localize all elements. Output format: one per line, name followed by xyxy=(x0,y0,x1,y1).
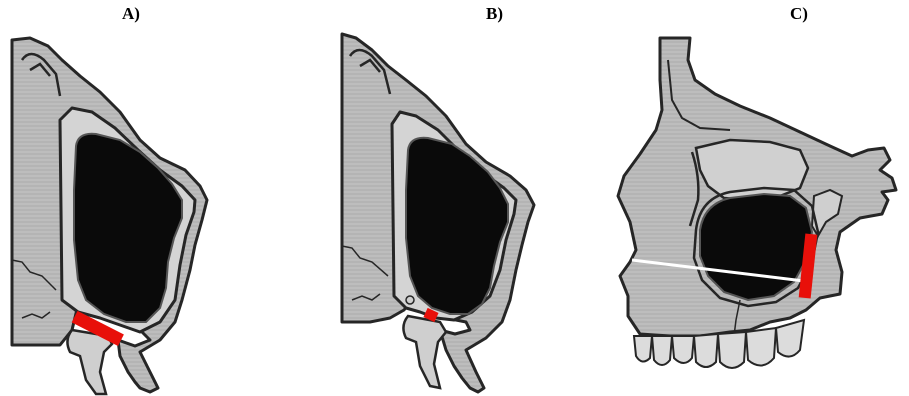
tooth xyxy=(776,320,804,357)
tooth xyxy=(652,336,672,365)
panel-b-root xyxy=(403,316,446,388)
panel-b xyxy=(342,34,534,392)
panel-b-foramen xyxy=(406,296,414,304)
panel-c xyxy=(618,38,896,368)
tooth xyxy=(694,334,718,367)
tooth xyxy=(634,336,652,362)
tooth xyxy=(672,336,694,363)
tooth xyxy=(718,332,746,368)
panel-a xyxy=(12,38,207,394)
tooth xyxy=(746,328,776,366)
panel-a-root xyxy=(67,330,112,394)
